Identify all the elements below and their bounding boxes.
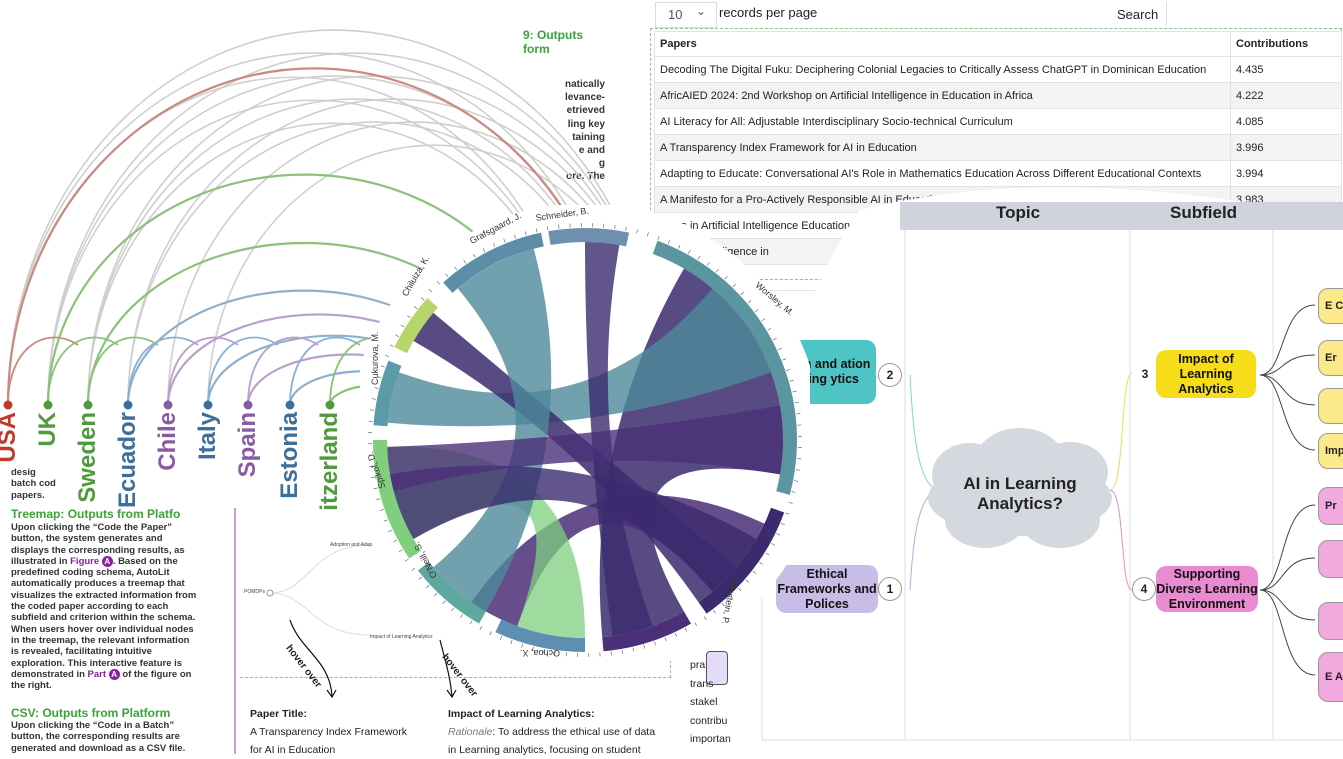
part-reference-link[interactable]: Part [88,669,106,680]
treemap-section-title: Treemap: Outputs from Platfo [11,507,199,521]
csv-section-body: Upon clicking the “Code in a Batch” butt… [11,720,199,754]
contribution-cell: 4.085 [1231,109,1342,135]
country-label: Estonia [277,412,303,499]
csv-section: CSV: Outputs from Platform Upon clicking… [11,706,199,754]
country-node [244,401,253,410]
country-label: USA [0,412,21,463]
country-node [84,401,93,410]
subfield-leaf-yellow[interactable]: Imp S [1318,433,1343,469]
table-row[interactable]: A Transparency Index Framework for AI in… [655,135,1342,161]
table-row[interactable]: Decoding The Digital Fuku: Deciphering C… [655,57,1342,83]
figure-reference-link[interactable]: Figure [70,556,99,567]
chord-author-label: Cukurova, M. [370,331,380,385]
paper-title-cell: AfricAIED 2024: 2nd Workshop on Artifici… [655,83,1231,109]
subfield-leaf-pink[interactable]: E A [1318,652,1343,702]
topic-number-2: 2 [878,363,902,387]
subfield-leaf-pink[interactable] [1318,540,1343,578]
subfield-leaf-yellow[interactable]: Er [1318,340,1343,376]
chord-author-label: Ochoa, X. [520,648,560,658]
arc-section-body: desig batch cod papers. [11,467,71,501]
chord-diagram [360,205,810,675]
arc-link-local [248,338,318,406]
impact-tooltip: Impact of Learning Analytics: Rationale:… [448,705,663,759]
country-label: Italy [195,412,221,460]
country-node [164,401,173,410]
contribution-cell: 4.435 [1231,57,1342,83]
figure-a-badge: A [102,556,113,567]
search-label: Search [1117,7,1158,22]
topic-node-4[interactable]: Supporting Diverse Learning Environment [1156,566,1258,612]
subfield-column-header: Subfield [1170,203,1237,223]
topic-column-header: Topic [996,203,1040,223]
topic-number-3: 3 [1134,363,1156,385]
country-label: itzerland [317,412,343,511]
treemap-section: Treemap: Outputs from Platfo Upon clicki… [11,507,199,691]
contribution-cell: 3.996 [1231,135,1342,161]
subfield-leaf-pink[interactable]: Pr [1318,487,1343,525]
country-label: Spain [235,412,261,477]
country-node [44,401,53,410]
contributions-column-header[interactable]: Contributions [1231,32,1342,57]
country-node [326,401,335,410]
country-label: Sweden [75,412,101,503]
paper-title-cell: AI Literacy for All: Adjustable Interdis… [655,109,1231,135]
search-input[interactable] [1166,2,1343,26]
part-a-badge: A [109,669,120,680]
country-node [204,401,213,410]
topic-number-4: 4 [1132,577,1156,601]
paper-title-cell: A Transparency Index Framework for AI in… [655,135,1231,161]
country-label: UK [35,412,61,447]
paper-title-tooltip: Paper Title: A Transparency Index Framew… [250,705,420,759]
mindmap-center-node[interactable]: AI in Learning Analytics? [952,466,1088,522]
chevron-down-icon: ⌄ [696,4,706,18]
topic-node-3[interactable]: Impact of Learning Analytics [1156,350,1256,398]
panel-divider [234,508,236,754]
country-node [124,401,133,410]
country-label: Chile [155,412,181,471]
mini-node-pomdps[interactable]: POMDPs [244,589,265,595]
subfield-leaf-pink[interactable] [1318,602,1343,640]
subfield-leaf-yellow[interactable]: E C [1318,288,1343,324]
paper-title-cell: Decoding The Digital Fuku: Deciphering C… [655,57,1231,83]
country-label: Ecuador [115,412,141,508]
records-per-page-label: records per page [719,5,817,20]
treemap-section-body: Upon clicking the “Code the Paper” butto… [11,522,199,691]
csv-section-title: CSV: Outputs from Platform [11,706,199,720]
table-row[interactable]: AI Literacy for All: Adjustable Interdis… [655,109,1342,135]
table-row[interactable]: AfricAIED 2024: 2nd Workshop on Artifici… [655,83,1342,109]
country-node [286,401,295,410]
papers-column-header[interactable]: Papers [655,32,1231,57]
page-size-select[interactable]: 10 ⌄ [655,2,717,28]
topic-number-1: 1 [878,577,902,601]
subfield-leaf-yellow[interactable] [1318,388,1343,424]
contribution-cell: 4.222 [1231,83,1342,109]
country-node [4,401,13,410]
